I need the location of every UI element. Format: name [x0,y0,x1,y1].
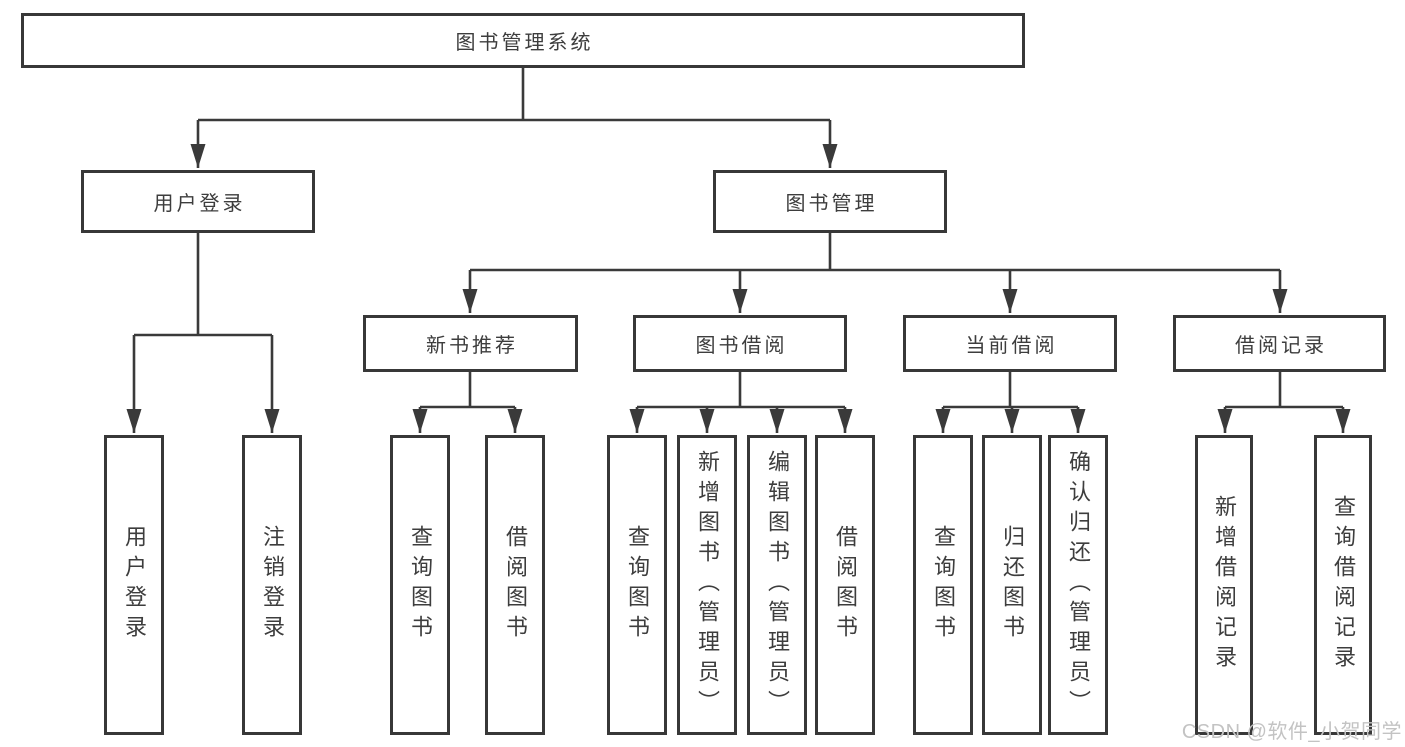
node-label: 确认归还（管理员） [1066,450,1091,720]
connector-user-login [126,233,280,433]
node-borrow-records: 借阅记录 [1173,315,1386,372]
node-book-management: 图书管理 [713,170,947,233]
node-label: 查询图书 [625,525,650,645]
csdn-watermark: CSDN @软件_小贺同学 [1181,721,1402,743]
leaf-query-borrow-record: 查询借阅记录 [1314,435,1372,735]
node-label: 注销登录 [260,525,285,645]
leaf-logout: 注销登录 [242,435,302,735]
leaf-add-borrow-record: 新增借阅记录 [1195,435,1253,735]
node-label: 查询借阅记录 [1331,495,1356,675]
leaf-borrow-books-recommend: 借阅图书 [485,435,545,735]
node-new-book-recommend: 新书推荐 [363,315,578,372]
leaf-confirm-return-admin: 确认归还（管理员） [1048,435,1108,735]
node-system-root: 图书管理系统 [21,13,1025,68]
leaf-borrow-books: 借阅图书 [815,435,875,735]
connector-book-management [462,233,1288,313]
node-user-login: 用户登录 [81,170,315,233]
node-label: 图书管理系统 [455,32,594,54]
node-label: 新增图书（管理员） [695,450,720,720]
connector-new-book-recommend [412,372,523,433]
connector-root [190,68,838,168]
node-label: 编辑图书（管理员） [765,450,790,720]
connector-book-borrow [629,372,853,433]
node-label: 借阅图书 [833,525,858,645]
leaf-query-books-borrow: 查询图书 [607,435,667,735]
node-label: 用户登录 [122,525,147,645]
leaf-query-books-recommend: 查询图书 [390,435,450,735]
node-label: 查询图书 [408,525,433,645]
leaf-add-book-admin: 新增图书（管理员） [677,435,737,735]
node-label: 图书借阅 [695,335,788,357]
node-current-borrow: 当前借阅 [903,315,1117,372]
connector-borrow-records [1217,372,1351,433]
leaf-edit-book-admin: 编辑图书（管理员） [747,435,807,735]
node-label: 用户登录 [153,193,246,215]
leaf-user-login: 用户登录 [104,435,164,735]
leaf-return-book: 归还图书 [982,435,1042,735]
leaf-query-books-current: 查询图书 [913,435,973,735]
node-label: 归还图书 [1000,525,1025,645]
node-label: 图书管理 [785,193,878,215]
node-label: 新增借阅记录 [1212,495,1237,675]
node-label: 借阅图书 [503,525,528,645]
connector-current-borrow [935,372,1086,433]
node-label: 当前借阅 [965,335,1058,357]
node-label: 查询图书 [931,525,956,645]
node-label: 借阅记录 [1235,335,1327,357]
node-label: 新书推荐 [426,335,518,357]
node-book-borrow: 图书借阅 [633,315,847,372]
